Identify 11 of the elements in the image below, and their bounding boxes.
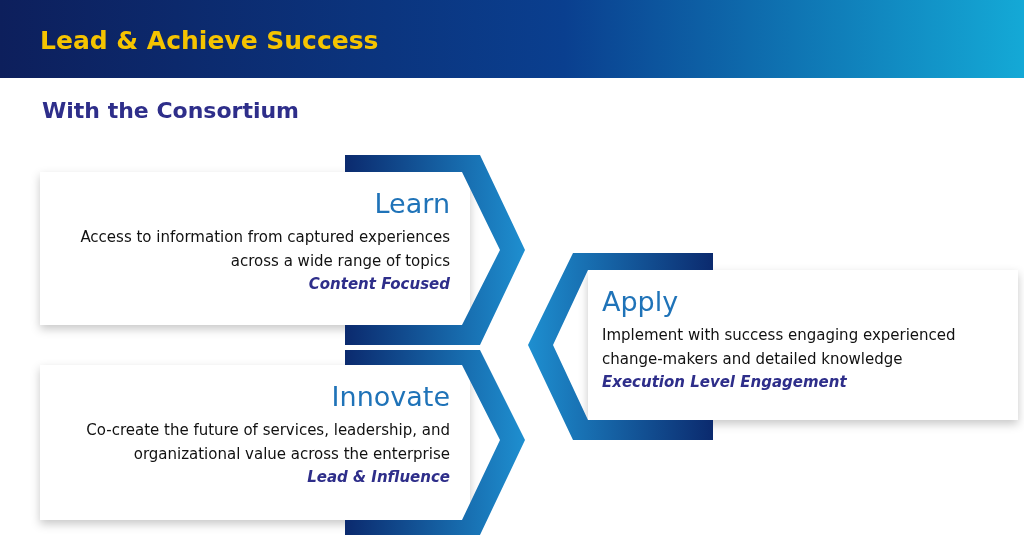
- description: Co-create the future of services, leadership, and organizational value across the enterprise: [85, 420, 450, 465]
- panel-heading: Apply: [602, 286, 679, 317]
- tagline: Lead & Influence: [307, 468, 450, 486]
- subtitle: With the Consortium: [42, 98, 300, 123]
- page-title: Lead & Achieve Success: [40, 26, 379, 55]
- panel-heading: Learn: [374, 188, 450, 219]
- description: Implement with success engaging experienced change-makers and detailed knowledge: [602, 325, 957, 370]
- description: Access to information from captured experiences across a wide range of topics: [79, 227, 450, 272]
- tagline: Content Focused: [308, 275, 450, 293]
- panel-heading: Innovate: [331, 381, 450, 412]
- tagline: Execution Level Engagement: [602, 373, 847, 391]
